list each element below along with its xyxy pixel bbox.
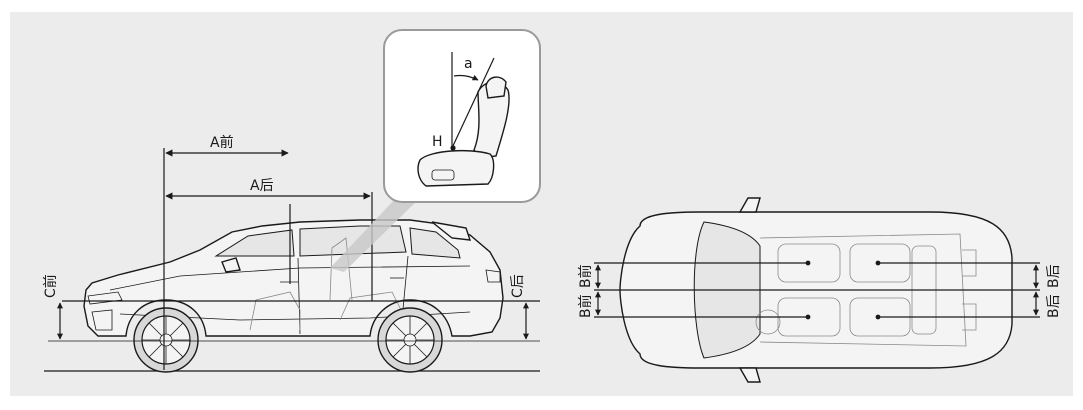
inset-callout-beam bbox=[330, 198, 420, 272]
side-car-front-window bbox=[214, 229, 295, 257]
side-car-mirror bbox=[221, 257, 241, 273]
top-car-mirror-upper bbox=[738, 197, 761, 213]
b-rear-label-upper: B后 bbox=[1046, 264, 1062, 288]
seat-angle-label: a bbox=[464, 56, 473, 72]
inset-angle-arc bbox=[453, 74, 479, 81]
c-front-label: C前 bbox=[42, 274, 59, 298]
side-car-front-intake bbox=[91, 309, 113, 331]
b-front-label-upper: B前 bbox=[577, 264, 594, 288]
inset-seat-cushion bbox=[417, 149, 495, 187]
h-point-label: H bbox=[432, 134, 443, 150]
seat-angle-inset: a H bbox=[383, 29, 541, 203]
inset-seat-headrest bbox=[485, 76, 507, 99]
inset-seat-adjuster bbox=[431, 169, 455, 181]
top-car-steering-wheel bbox=[755, 309, 781, 335]
b-rear-label-lower: B后 bbox=[1046, 294, 1062, 318]
side-car-ghost-seat-rear bbox=[339, 291, 405, 321]
side-car-spoiler bbox=[431, 221, 472, 241]
top-view-car: B前 B前 B后 B后 bbox=[577, 197, 1062, 383]
inset-h-point-dot bbox=[450, 145, 456, 151]
side-view-car: A前 A后 C前 C后 bbox=[42, 134, 540, 373]
b-front-label-lower: B前 bbox=[577, 294, 594, 318]
side-car-belt-line bbox=[109, 265, 471, 291]
side-car-quarter-window bbox=[409, 227, 461, 259]
top-car-mirror-lower bbox=[738, 367, 761, 383]
a-front-label: A前 bbox=[210, 134, 234, 151]
side-car-ghost-seat-front bbox=[249, 291, 301, 331]
a-rear-label: A后 bbox=[250, 178, 274, 194]
side-car-ghost-seat-back bbox=[329, 237, 353, 301]
side-car-taillight bbox=[485, 269, 501, 283]
c-rear-label: C后 bbox=[510, 274, 526, 298]
side-car-rear-wheel bbox=[377, 307, 443, 373]
inset-torso-line bbox=[451, 57, 495, 149]
side-car-front-wheel bbox=[133, 307, 199, 373]
